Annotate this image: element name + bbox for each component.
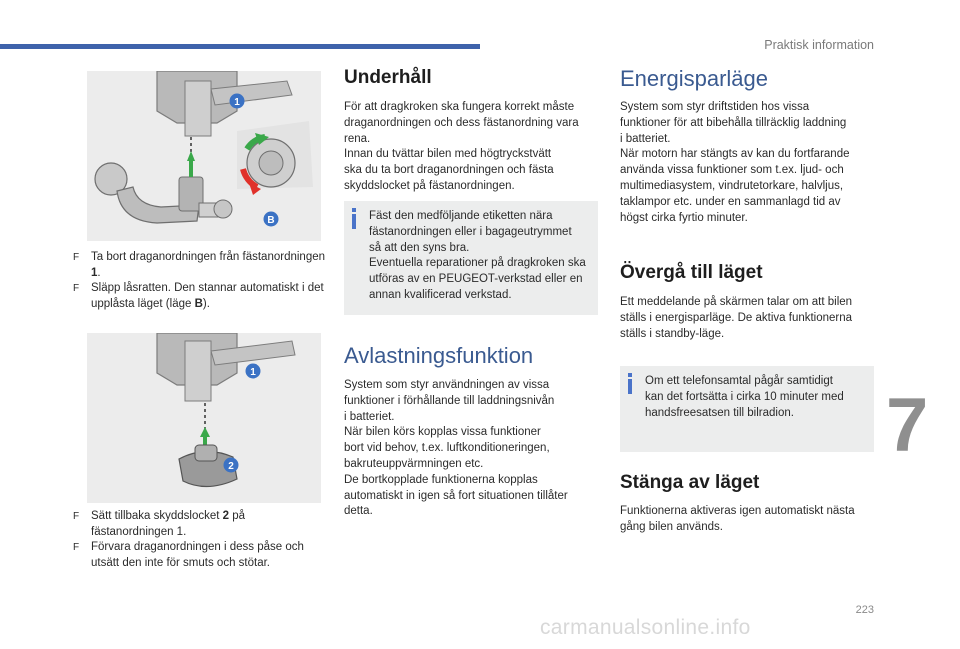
avlastning-text: System som styr användningen av vissa fu… — [344, 379, 568, 518]
info-icon — [352, 208, 358, 229]
steps-list-2: F Sätt tillbaka skyddslocket 2 på fästan… — [68, 509, 328, 571]
energi-text: System som styr driftstiden hos vissa fu… — [620, 101, 850, 224]
heading-stanga: Stänga av läget — [620, 472, 760, 493]
steps-list-1: F Ta bort draganordningen från fästanord… — [68, 250, 328, 312]
list-item: F Ta bort draganordningen från fästanord… — [73, 251, 326, 279]
overga-text: Ett meddelande på skärmen talar om att b… — [620, 296, 853, 340]
list-item: F Släpp låsratten. Den stannar automatis… — [73, 282, 324, 310]
watermark: carmanualsonline.info — [540, 616, 751, 639]
list-item: F Förvara draganordningen i dess påse oc… — [73, 541, 304, 569]
heading-avlastning: Avlastningsfunktion — [344, 343, 534, 368]
info-icon — [628, 373, 634, 394]
overga-note: Om ett telefonsamtal pågår samtidigt kan… — [620, 366, 874, 452]
callout-1: 1 — [234, 97, 240, 108]
heading-energi: Energisparläge — [620, 66, 768, 91]
cover-refit-illustration: 1 2 — [87, 333, 321, 503]
stanga-text: Funktionerna aktiveras igen automatiskt … — [620, 505, 855, 533]
header-accent-bar — [0, 44, 480, 49]
underhall-note: Fäst den medföljande etiketten nära fäst… — [344, 201, 598, 315]
section-label: Praktisk information — [764, 38, 874, 52]
list-item: F Sätt tillbaka skyddslocket 2 på fästan… — [73, 510, 246, 538]
heading-overga: Övergå till läget — [620, 262, 763, 283]
callout-1: 1 — [250, 367, 256, 378]
heading-underhall: Underhåll — [344, 67, 432, 88]
callout-b: B — [267, 215, 274, 226]
page-number: 223 — [855, 604, 874, 616]
tow-ball-removal-illustration: 1 B — [87, 71, 321, 241]
underhall-text: För att dragkroken ska fungera korrekt m… — [344, 101, 579, 192]
callout-2: 2 — [228, 461, 234, 472]
chapter-number: 7 — [886, 383, 929, 468]
